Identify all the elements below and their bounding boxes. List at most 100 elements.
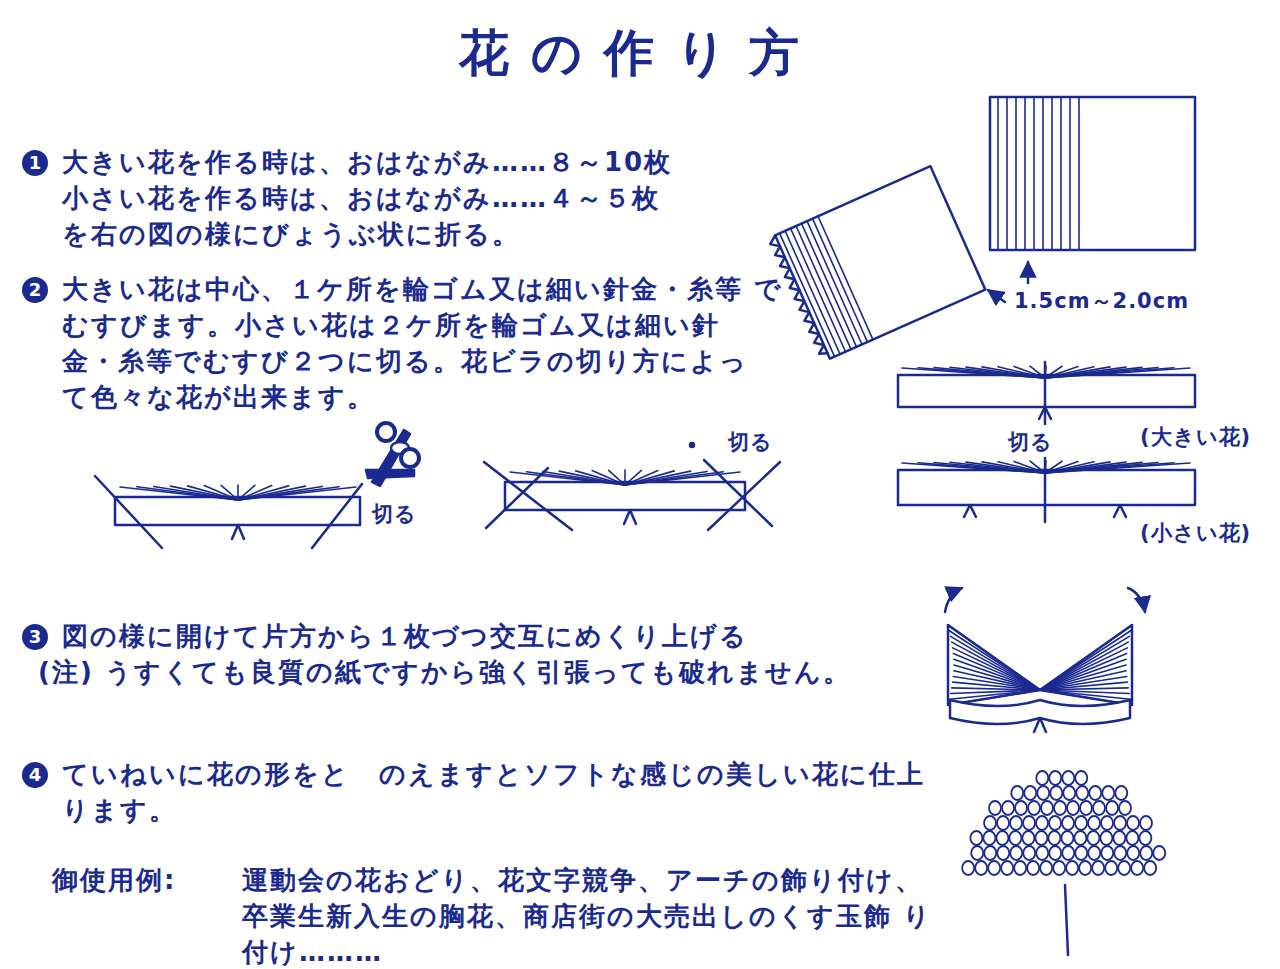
petal-curl bbox=[1075, 816, 1087, 830]
petal-line bbox=[204, 486, 238, 500]
pleat-line bbox=[997, 97, 999, 250]
instruction-text: ていねいに花の形をとゝのえますとソフトな感じの美しい花に仕上 ります。 bbox=[62, 756, 962, 828]
petal-curl bbox=[1050, 786, 1062, 800]
petal-curl bbox=[1063, 786, 1075, 800]
pleat-line bbox=[1033, 97, 1035, 250]
petal-curl bbox=[1100, 831, 1112, 845]
petal-curl bbox=[1066, 861, 1078, 875]
petal-curl bbox=[1139, 831, 1151, 845]
petal-line bbox=[982, 462, 1045, 473]
petal-line bbox=[592, 471, 625, 485]
petal-curl bbox=[1113, 831, 1125, 845]
petal-curl bbox=[1140, 816, 1152, 830]
petal-line bbox=[221, 485, 238, 500]
petal-line bbox=[187, 486, 238, 500]
petal-curl bbox=[984, 846, 996, 860]
title: 花の作り方 bbox=[0, 20, 1280, 87]
petal-line bbox=[952, 642, 1040, 690]
petal-line bbox=[966, 367, 1045, 378]
petal-curl bbox=[1062, 816, 1074, 830]
folded-paper bbox=[768, 166, 986, 362]
petal-curl bbox=[1028, 801, 1040, 815]
petal-curl bbox=[1140, 846, 1152, 860]
leader-arrow bbox=[1027, 262, 1030, 283]
petal-curl bbox=[1115, 786, 1127, 800]
small-flower-strip bbox=[898, 458, 1195, 522]
petal-curl bbox=[1061, 831, 1073, 845]
petal-curl bbox=[984, 816, 996, 830]
petal-curl bbox=[1049, 846, 1061, 860]
petal-curl bbox=[1088, 846, 1100, 860]
petal-line bbox=[1014, 461, 1045, 473]
usage-heading: 御使用例: bbox=[52, 862, 176, 898]
petal-line bbox=[120, 487, 238, 500]
petal-curl bbox=[996, 831, 1008, 845]
petal-curl bbox=[1036, 771, 1048, 785]
petal-line bbox=[966, 462, 1045, 473]
petal-line bbox=[1045, 463, 1190, 473]
petal-curl bbox=[1131, 861, 1143, 875]
petal-curl bbox=[1080, 801, 1092, 815]
opened-flower bbox=[945, 588, 1145, 732]
petal-line bbox=[1040, 648, 1127, 690]
petal-curl bbox=[970, 831, 982, 845]
petal-curl bbox=[997, 846, 1009, 860]
pleat-line bbox=[1024, 97, 1026, 250]
petal-curl bbox=[1092, 861, 1104, 875]
size-label: (小さい花) bbox=[1140, 519, 1251, 547]
petal-line bbox=[1040, 682, 1127, 690]
petal-line bbox=[576, 471, 625, 485]
petal-curl bbox=[1105, 861, 1117, 875]
petal-curl bbox=[1102, 786, 1114, 800]
pleat-line bbox=[1015, 97, 1017, 250]
petal-curl bbox=[1101, 846, 1113, 860]
note-text: (注) うすくても良質の紙ですから強く引張っても破れません。 bbox=[38, 654, 851, 690]
petal-curl bbox=[1049, 816, 1061, 830]
scissors-icon bbox=[366, 423, 419, 486]
petal-curl bbox=[1009, 831, 1021, 845]
petal-curl bbox=[1114, 846, 1126, 860]
callout-number: 4 bbox=[22, 762, 48, 788]
petal-curl bbox=[1015, 801, 1027, 815]
petal-curl bbox=[1106, 801, 1118, 815]
petal-curl bbox=[1035, 831, 1047, 845]
petal-curl bbox=[1010, 816, 1022, 830]
petal-curl bbox=[989, 801, 1001, 815]
petal-line bbox=[982, 367, 1045, 378]
petal-curl bbox=[1001, 861, 1013, 875]
petal-line bbox=[237, 485, 239, 500]
petal-curl bbox=[1022, 831, 1034, 845]
finished-flower bbox=[962, 771, 1165, 955]
petal-curl bbox=[1087, 831, 1099, 845]
petal-line bbox=[1040, 642, 1128, 690]
petal-curl bbox=[1053, 861, 1065, 875]
cut-label: 切る bbox=[728, 428, 773, 456]
petal-curl bbox=[1144, 861, 1156, 875]
instruction-text: 大きい花は中心、１ケ所を輪ゴム又は細い針金・糸等 でむすびます。小さい花は２ケ所… bbox=[62, 271, 787, 415]
petal-line bbox=[953, 648, 1040, 690]
petal-curl bbox=[1076, 786, 1088, 800]
petal-line bbox=[950, 367, 1045, 378]
petal-curl bbox=[1049, 771, 1061, 785]
petal-curl bbox=[1023, 816, 1035, 830]
callout-number: 1 bbox=[22, 150, 48, 176]
petal-curl bbox=[1048, 831, 1060, 845]
petal-curl bbox=[1075, 771, 1087, 785]
petal-curl bbox=[971, 846, 983, 860]
petal-curl bbox=[1127, 846, 1139, 860]
pleat-line bbox=[813, 219, 868, 342]
petal-line bbox=[950, 462, 1045, 473]
petal-curl bbox=[975, 861, 987, 875]
petal-curl bbox=[1040, 861, 1052, 875]
petal-curl bbox=[1119, 801, 1131, 815]
pleat-line bbox=[807, 221, 862, 344]
petal-curl bbox=[1023, 846, 1035, 860]
callout-number: 2 bbox=[22, 277, 48, 303]
petal-curl bbox=[1027, 861, 1039, 875]
petal-line bbox=[1045, 368, 1190, 378]
bow-outline bbox=[948, 625, 1132, 705]
cut-diagram bbox=[95, 476, 362, 548]
petal-line bbox=[952, 688, 1040, 690]
